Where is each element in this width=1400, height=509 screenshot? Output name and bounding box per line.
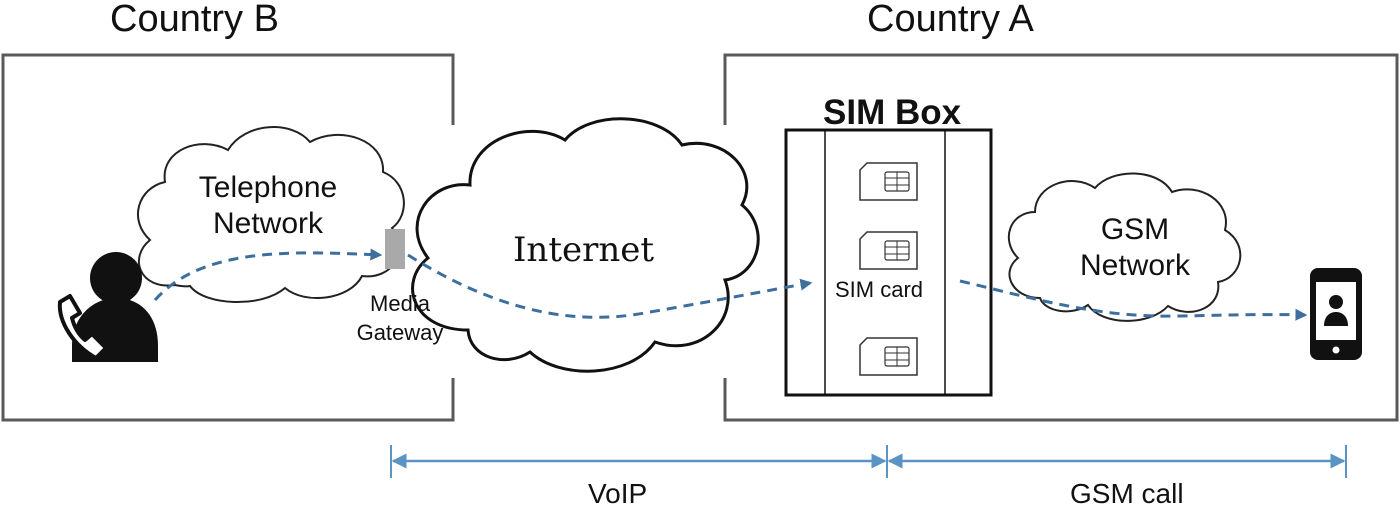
gsm-network-line1: GSM [1100, 213, 1170, 246]
sim-card-label: SIM card [833, 276, 926, 305]
sim-card-icon [859, 337, 918, 376]
call-flow-gateway-to-simbox [407, 253, 813, 319]
media-gateway-line1: Media [370, 291, 430, 316]
call-flow-caller-to-gateway [153, 248, 383, 302]
gsm-network-cloud [1007, 172, 1242, 322]
gsm-network-label: GSM Network [1060, 212, 1210, 284]
gsm-call-label: GSM call [1070, 478, 1184, 509]
telephone-network-cloud [137, 126, 405, 304]
sim-card-icon [859, 231, 918, 270]
span-markers [390, 445, 1347, 478]
call-flow-simbox-to-phone [959, 279, 1308, 321]
media-gateway [385, 229, 405, 269]
sim-box-title: SIM Box [823, 93, 962, 132]
telephone-network-label: Telephone Network [178, 170, 358, 242]
country-a-frame [723, 53, 1399, 422]
media-gateway-line2: Gateway [356, 319, 444, 345]
sim-card-icon [859, 162, 918, 201]
telephone-network-line1: Telephone [198, 171, 338, 204]
internet-label: Internet [513, 230, 655, 270]
voip-label: VoIP [588, 478, 648, 509]
caller-icon [57, 252, 158, 362]
media-gateway-label: Media Gateway [340, 290, 460, 347]
country-a-label: Country A [867, 0, 1034, 40]
country-b-frame [1, 53, 455, 422]
country-b-label: Country B [110, 0, 279, 40]
smartphone-icon [1310, 268, 1362, 360]
telephone-network-line2: Network [212, 207, 324, 240]
gsm-network-line2: Network [1079, 249, 1191, 282]
